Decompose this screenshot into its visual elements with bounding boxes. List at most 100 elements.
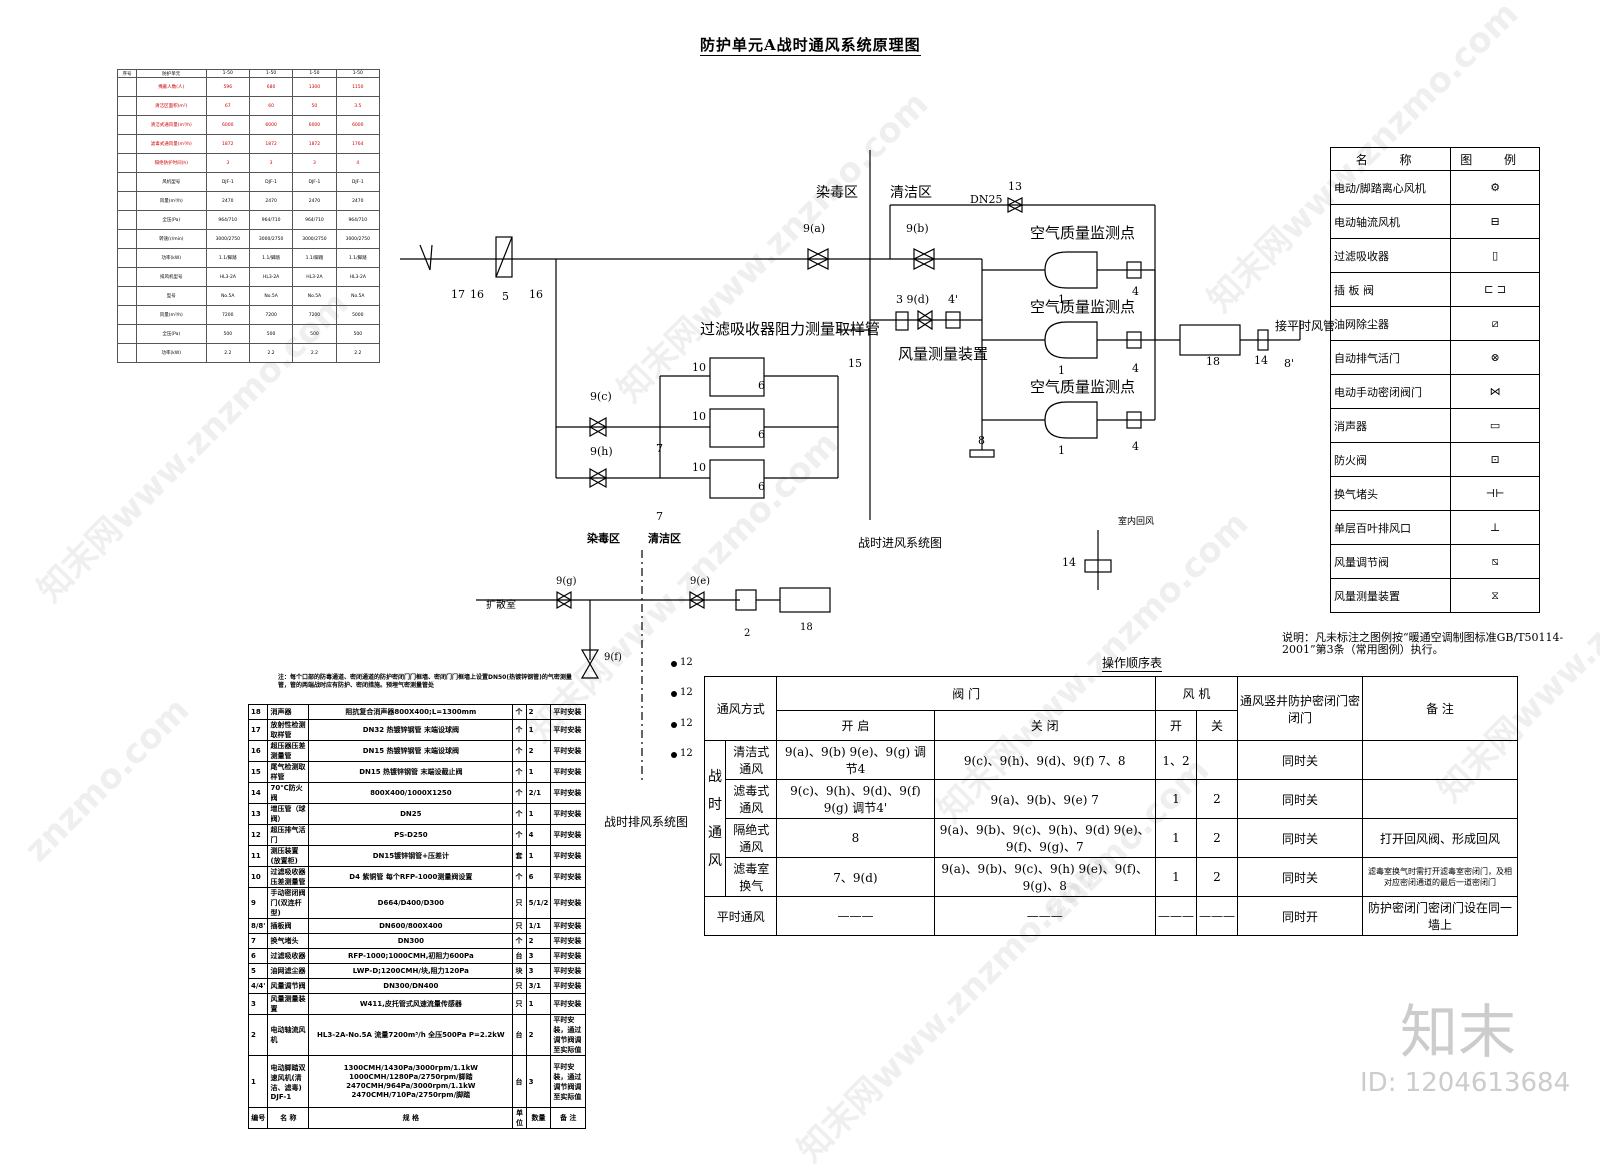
filter-absorber-icon: ▯ [1450, 238, 1540, 273]
equipment-cell: DN600/800X400 [308, 918, 514, 934]
tag-1: 1 [1058, 293, 1065, 306]
spec-cell: 风量(m³/h) [135, 191, 207, 211]
spec-cell: 1150 [335, 77, 381, 97]
equipment-cell: 个 [512, 761, 527, 783]
equipment-cell: 11 [247, 845, 269, 867]
equipment-cell: 13 [247, 803, 269, 825]
equipment-cell: 换气堵头 [267, 933, 310, 949]
ops-mode: 滤毒式通风 [724, 779, 778, 819]
equipment-cell: 4/4' [247, 978, 269, 994]
spec-cell: 2.2 [248, 343, 294, 363]
equipment-cell: 平时安装 [550, 948, 586, 964]
tag-12: 12 [680, 657, 693, 668]
equipment-cell: 平时安装 [550, 963, 586, 979]
equipment-cell: 插板阀 [267, 918, 310, 934]
spec-cell: 6000 [335, 115, 381, 135]
drawing-title: 防护单元A战时通风系统原理图 [700, 36, 921, 56]
ops-on: ——— [1154, 896, 1197, 936]
ops-header-fan: 风 机 [1154, 676, 1239, 711]
tag-3-9d: 3 9(d) [896, 293, 930, 306]
equipment-cell: 增压管（球阀） [267, 803, 310, 825]
zone-dirty-label: 染毒区 [816, 185, 858, 201]
ops-header-on: 开 [1154, 710, 1197, 741]
spec-cell: 1300 [292, 77, 337, 97]
ops-off: 2 [1195, 818, 1239, 858]
spec-cell: 1.1/脚踏 [205, 248, 250, 268]
equipment-cell: 平时安装 [550, 761, 586, 783]
spec-cell: 67 [205, 96, 250, 116]
tag-17: 17 [451, 288, 465, 301]
equipment-cell: 台 [512, 948, 527, 964]
ops-off: 2 [1195, 857, 1239, 897]
ops-close: 9(a)、9(b)、9(c)、9(h) 9(e)、9(f)、9(g)、8 [933, 857, 1156, 897]
equipment-cell: D664/D400/D300 [308, 887, 514, 919]
spec-cell [117, 248, 137, 268]
spec-cell: 3 [248, 153, 294, 173]
equipment-cell: 5/1/2 [525, 887, 552, 919]
supply-caption: 战时进风系统图 [858, 536, 943, 550]
fire-damper-icon: ⊡ [1450, 442, 1540, 477]
equipment-cell: 过滤吸收器 [267, 948, 310, 964]
spec-cell: 60 [248, 96, 294, 116]
tag-18: 18 [1206, 355, 1220, 368]
spec-cell: 排风机型号 [135, 267, 207, 287]
equipment-cell: 7 [247, 933, 269, 949]
equipment-cell: 只 [512, 918, 527, 934]
equipment-footer-cell: 规 格 [308, 1107, 514, 1129]
ops-header-close: 关 闭 [933, 710, 1156, 741]
equipment-cell: 超压排气活门 [267, 824, 310, 846]
ops-note [1362, 779, 1518, 819]
equipment-cell: 2 [525, 1014, 552, 1056]
drawing-note: 说明：凡未标注之图例按“暖通空调制图标准GB/T50114-2001”第3条（常… [1282, 631, 1564, 656]
equipment-cell: 3 [525, 948, 552, 964]
tag-7: 7 [656, 442, 663, 455]
spec-cell: 500 [205, 324, 250, 344]
spec-cell [117, 115, 137, 135]
legend-table: 名 称图 例 电动/脚踏离心风机⚙ 电动轴流风机⊟ 过滤吸收器▯ 插 板 阀⊏ … [1329, 147, 1540, 613]
equipment-cell: 1 [525, 761, 552, 783]
spec-header-cell: 1-50 [292, 69, 337, 78]
equipment-cell: 套 [512, 845, 527, 867]
spec-cell [117, 153, 137, 173]
equipment-cell: 平时安装 [550, 866, 586, 888]
spec-cell: 7200 [205, 305, 250, 325]
spec-cell [117, 96, 137, 116]
spec-cell: 500 [248, 324, 294, 344]
equipment-cell: DN300 [308, 933, 514, 949]
gate-valve-icon: ⊏ ⊐ [1450, 272, 1540, 307]
spec-cell: No.5A [292, 286, 337, 306]
air-quality-label: 空气质量监测点 [1030, 298, 1136, 316]
equipment-cell: 3/1 [525, 978, 552, 994]
exhaust-caption: 战时排风系统图 [604, 815, 689, 829]
spec-cell: DJF-1 [335, 172, 381, 192]
ops-header-valve: 阀 门 [776, 676, 1156, 711]
zone-clean-label: 清洁区 [648, 532, 681, 545]
spec-cell: 964/710 [335, 210, 381, 230]
tag-2: 2 [744, 628, 751, 639]
equipment-cell: DN15 热镀锌钢管 末端设球阀 [308, 740, 514, 762]
zone-clean-label: 清洁区 [890, 185, 932, 201]
ops-close: 9(a)、9(b)、9(c)、9(h)、9(d) 9(e)、9(f)、9(g)、… [933, 818, 1156, 858]
spec-cell: HL3-2A [205, 267, 250, 287]
filter-pipe-label: 过滤吸收器阻力测量取样管 [700, 320, 881, 338]
equipment-cell: 1 [525, 993, 552, 1015]
ventilation-schematic [400, 150, 1301, 780]
tag-12: 12 [680, 687, 693, 698]
equipment-cell: 2 [525, 740, 552, 762]
equipment-cell: 只 [512, 978, 527, 994]
equipment-cell: 6 [247, 948, 269, 964]
spec-cell [117, 77, 137, 97]
spec-cell: No.5A [335, 286, 381, 306]
